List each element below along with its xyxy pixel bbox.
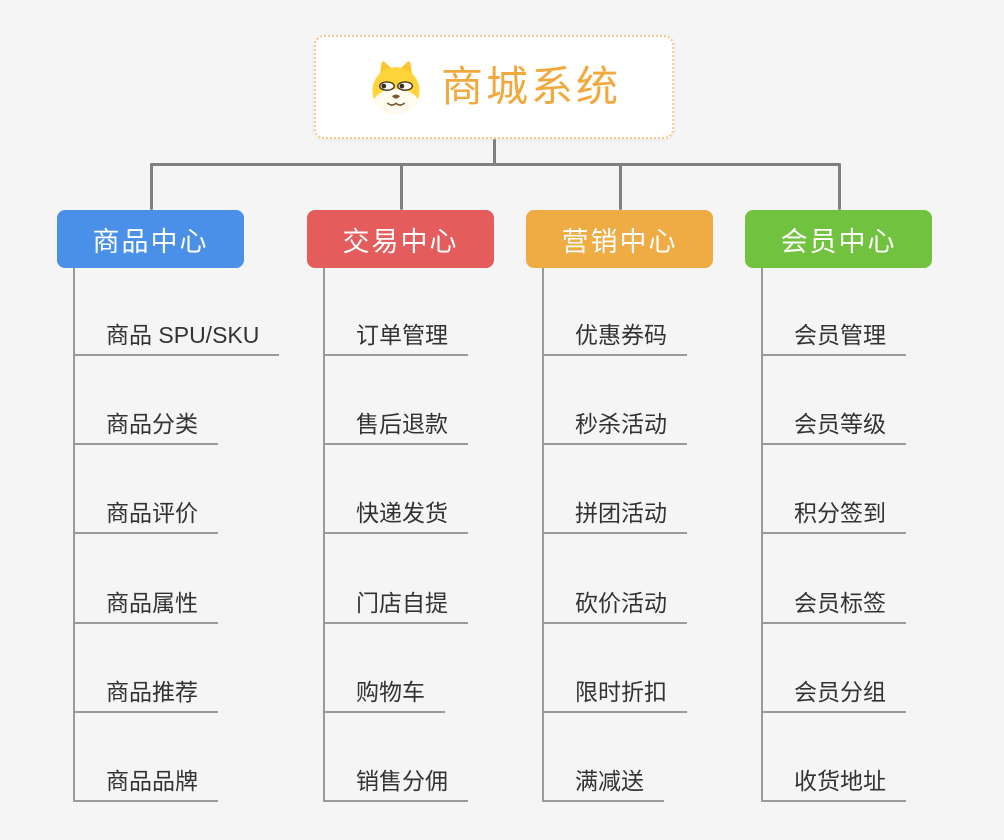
leaf-item-label: 商品 SPU/SKU (106, 322, 260, 348)
leaf-item[interactable]: 商品推荐 (73, 679, 218, 713)
leaf-item[interactable]: 会员管理 (761, 322, 906, 356)
leaf-item-label: 购物车 (356, 679, 425, 705)
leaf-item[interactable]: 商品品牌 (73, 768, 218, 802)
leaf-item-label: 收货地址 (794, 768, 886, 794)
leaf-item-label: 门店自提 (356, 590, 448, 616)
leaf-item-label: 砍价活动 (575, 590, 667, 616)
shiba-dog-icon (372, 61, 420, 115)
leaf-item-label: 会员等级 (794, 411, 886, 437)
branch-header-label: 交易中心 (342, 226, 459, 257)
connector-drop (399, 163, 403, 210)
leaf-item[interactable]: 满减送 (542, 768, 664, 802)
leaf-item[interactable]: 商品分类 (73, 411, 218, 445)
branch-trunk (761, 268, 763, 802)
branch-header-label: 商品中心 (92, 226, 209, 257)
branch-header-label: 会员中心 (780, 226, 897, 257)
leaf-item[interactable]: 砍价活动 (542, 590, 687, 624)
leaf-item-label: 订单管理 (356, 322, 448, 348)
leaf-item-label: 商品属性 (106, 590, 198, 616)
leaf-item[interactable]: 商品属性 (73, 590, 218, 624)
leaf-item[interactable]: 门店自提 (323, 590, 468, 624)
branch-trunk (73, 268, 75, 802)
leaf-item[interactable]: 销售分佣 (323, 768, 468, 802)
leaf-item[interactable]: 积分签到 (761, 500, 906, 534)
leaf-item[interactable]: 快递发货 (323, 500, 468, 534)
leaf-item-label: 商品品牌 (106, 768, 198, 794)
connector-drop (837, 163, 841, 210)
leaf-item[interactable]: 秒杀活动 (542, 411, 687, 445)
leaf-item-label: 优惠券码 (575, 322, 667, 348)
leaf-item[interactable]: 会员标签 (761, 590, 906, 624)
leaf-item[interactable]: 商品评价 (73, 500, 218, 534)
leaf-item[interactable]: 商品 SPU/SKU (73, 322, 280, 356)
leaf-item-label: 商品推荐 (106, 679, 198, 705)
connector-horizontal-bar (149, 163, 841, 166)
leaf-item-label: 积分签到 (794, 500, 886, 526)
connector-drop (149, 163, 153, 210)
leaf-item[interactable]: 限时折扣 (542, 679, 687, 713)
leaf-item[interactable]: 拼团活动 (542, 500, 687, 534)
leaf-item-label: 商品评价 (106, 500, 198, 526)
leaf-item[interactable]: 订单管理 (323, 322, 468, 356)
branch-trunk (323, 268, 325, 802)
leaf-item-label: 售后退款 (356, 411, 448, 437)
leaf-item[interactable]: 售后退款 (323, 411, 468, 445)
leaf-item[interactable]: 购物车 (323, 679, 445, 713)
leaf-item-label: 会员标签 (794, 590, 886, 616)
branch-header-2[interactable]: 交易中心 (307, 210, 494, 268)
leaf-item-label: 会员管理 (794, 322, 886, 348)
leaf-item-label: 拼团活动 (575, 500, 667, 526)
connector-root-stem (493, 139, 496, 166)
leaf-item-label: 满减送 (575, 768, 644, 794)
branch-header-4[interactable]: 会员中心 (745, 210, 932, 268)
leaf-item[interactable]: 收货地址 (761, 768, 906, 802)
branch-header-3[interactable]: 营销中心 (526, 210, 713, 268)
root-node[interactable]: 商城系统 (314, 35, 674, 139)
leaf-item[interactable]: 会员分组 (761, 679, 906, 713)
leaf-item[interactable]: 会员等级 (761, 411, 906, 445)
connector-drop (618, 163, 622, 210)
leaf-item-label: 销售分佣 (356, 768, 448, 794)
branch-header-label: 营销中心 (561, 226, 678, 257)
leaf-item-label: 秒杀活动 (575, 411, 667, 437)
leaf-item[interactable]: 优惠券码 (542, 322, 687, 356)
leaf-item-label: 商品分类 (106, 411, 198, 437)
leaf-item-label: 限时折扣 (575, 679, 667, 705)
leaf-item-label: 快递发货 (356, 500, 448, 526)
leaf-item-label: 会员分组 (794, 679, 886, 705)
branch-header-1[interactable]: 商品中心 (57, 210, 244, 268)
root-title: 商城系统 (440, 63, 621, 110)
branch-trunk (542, 268, 544, 802)
